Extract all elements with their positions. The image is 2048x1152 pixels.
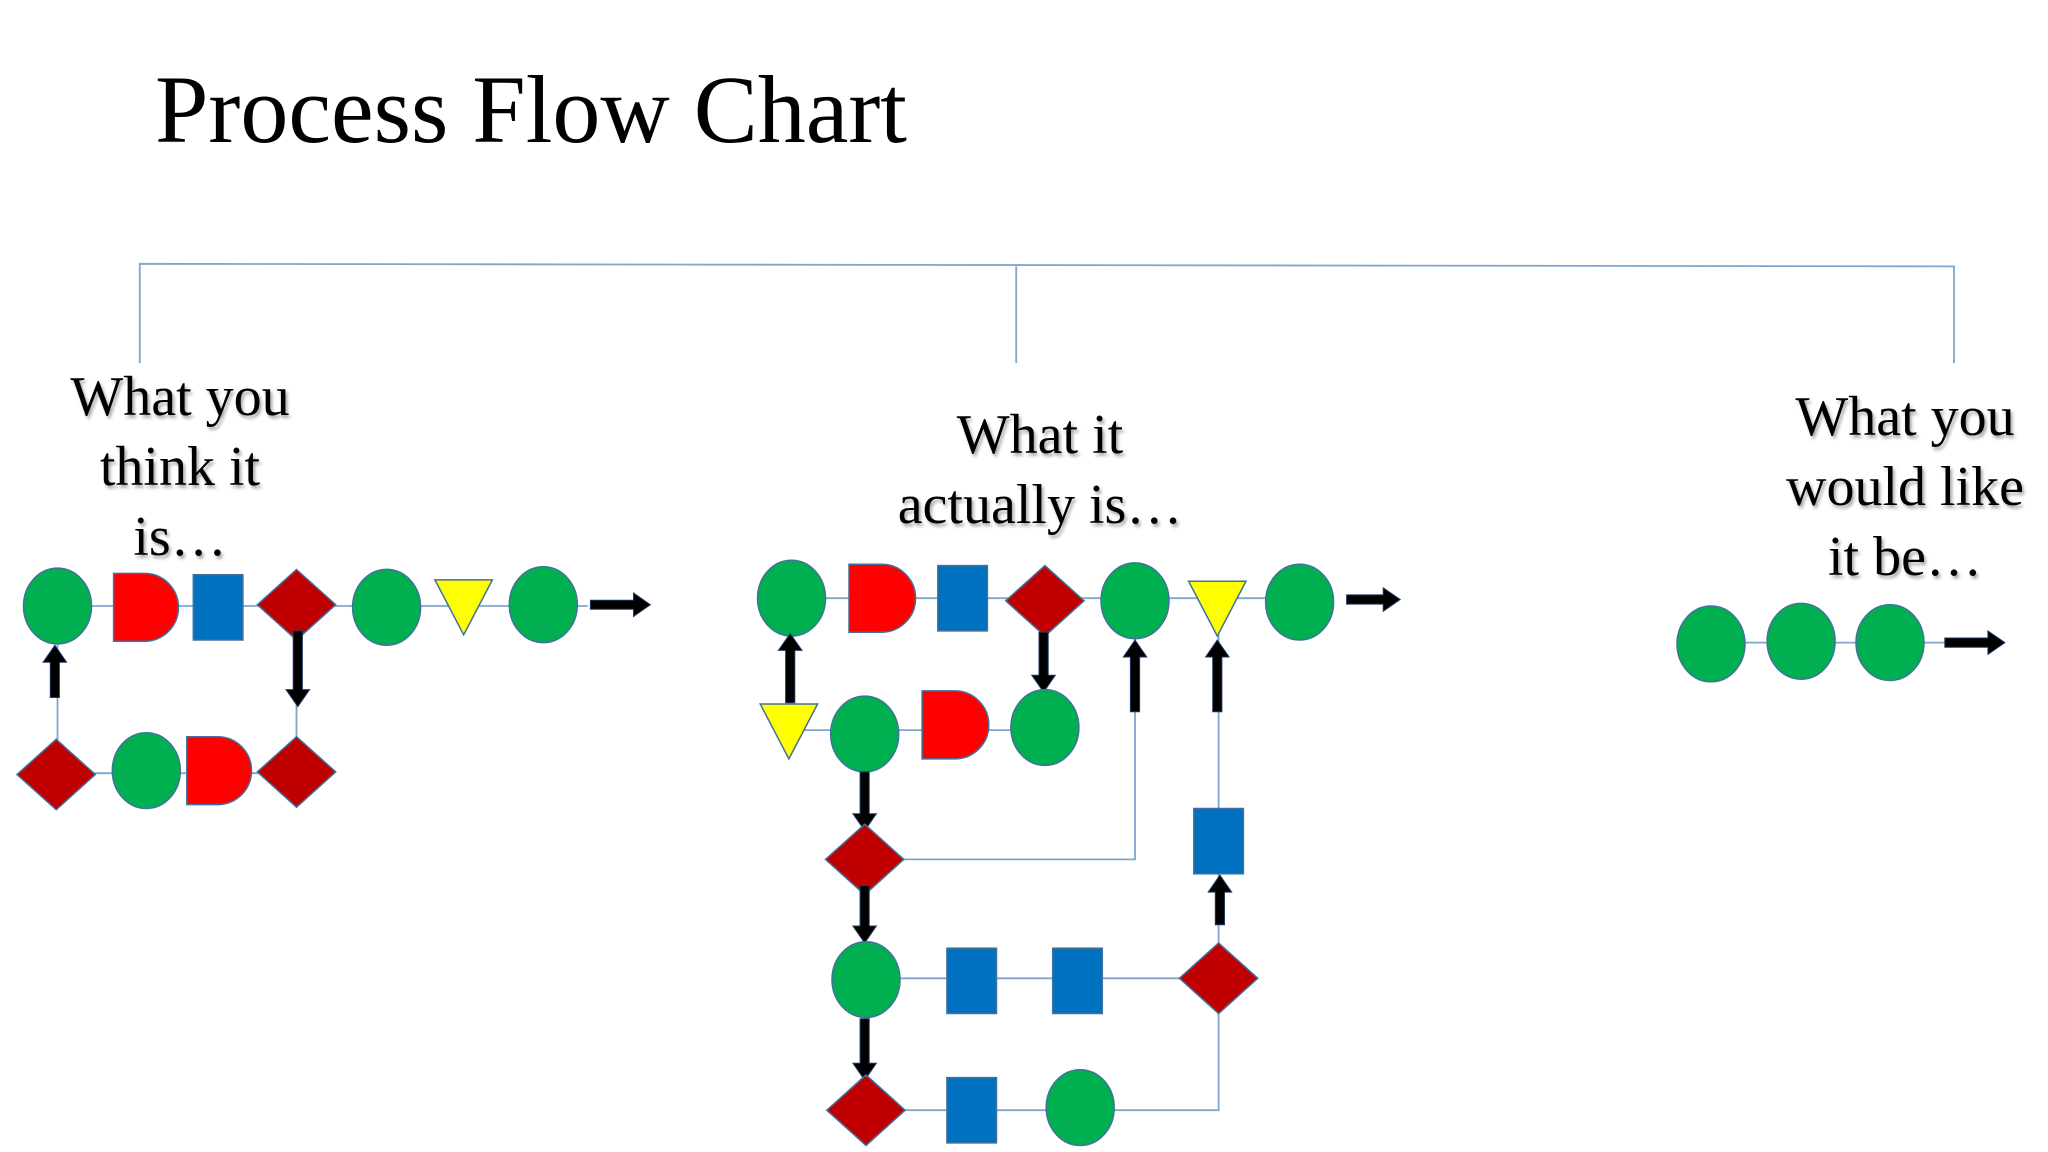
connector-line [138,262,1955,364]
black-arrow [1944,629,2006,656]
red-delay [112,572,180,643]
black-arrow [851,885,878,944]
green-circle [22,567,93,645]
yellow-triangle [758,703,819,761]
black-arrow [777,632,803,704]
green-circle [756,559,827,637]
green-circle [1010,688,1080,767]
blue-square [937,564,989,632]
green-circle [351,568,422,646]
black-arrow [1122,639,1148,713]
dark-red-diamond [15,738,97,811]
blue-square [946,947,998,1015]
label-line: What it [956,404,1124,466]
green-circle [1045,1068,1115,1147]
green-circle [111,731,182,810]
black-arrow [1207,874,1233,926]
green-circle [1855,603,1925,682]
green-circle [831,940,901,1019]
column-label-what-it-actually-is: What it actually is… [855,400,1225,540]
label-line: think it [99,436,261,498]
blue-square [1193,807,1245,875]
black-arrow [1346,586,1402,613]
label-line: What you [70,366,290,428]
black-arrow [1204,639,1231,713]
dark-red-diamond [256,735,337,809]
column-label-what-you-think: What you think it is… [30,362,330,572]
blue-square [192,573,244,641]
yellow-triangle [1187,580,1248,638]
dark-red-diamond [1004,564,1086,638]
label-line: it be… [1828,526,1982,588]
label-line: is… [133,506,227,568]
label-line: actually is… [897,474,1183,536]
label-line: would like [1786,456,2024,518]
green-circle [1264,563,1335,641]
dark-red-diamond [825,1073,907,1147]
column-label-what-you-would-like: What you would like it be… [1745,382,2048,592]
black-arrow [1030,631,1057,694]
blue-square [946,1076,998,1144]
red-delay [186,735,253,806]
yellow-triangle [433,579,494,637]
black-arrow [851,771,878,832]
dark-red-diamond [256,568,337,642]
black-arrow [851,1018,878,1082]
dark-red-diamond [1178,941,1259,1015]
green-circle [829,695,900,773]
black-arrow [589,592,652,618]
blue-square [1051,947,1104,1015]
green-circle [1766,602,1836,680]
connector-line [864,603,1136,861]
green-circle [508,566,579,644]
red-delay [921,690,990,760]
black-arrow [285,630,311,708]
green-circle [1100,562,1170,640]
black-arrow [42,644,68,698]
dark-red-diamond [824,823,905,896]
red-delay [848,563,917,633]
label-line: What you [1795,386,2015,448]
connector-line [56,606,298,775]
green-circle [1676,605,1746,683]
slide-title: Process Flow Chart [155,56,907,163]
